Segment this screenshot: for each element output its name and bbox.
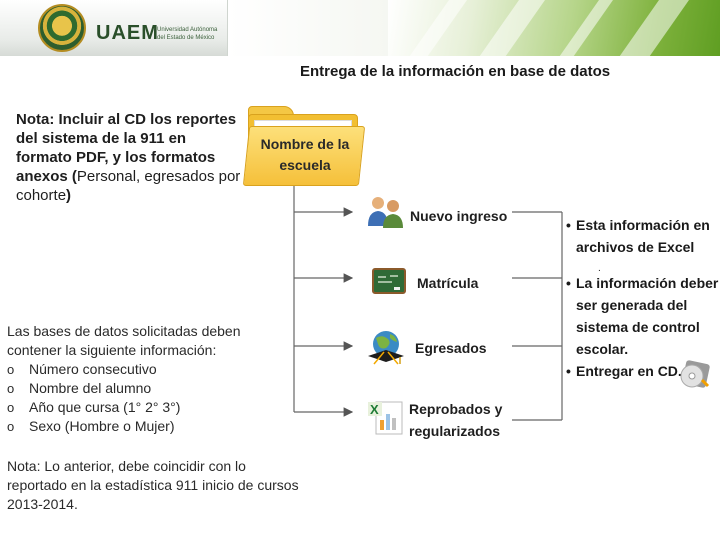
graduate-globe-icon (368, 331, 404, 365)
brand-subtitle: Universidad Autónoma del Estado de Méxic… (157, 27, 218, 41)
bullet-control-escolar: La información deber ser generada del si… (566, 272, 720, 360)
item-label-reprobados-line1: Reprobados y (409, 401, 503, 417)
school-folder-icon: Nombre de la escuela (242, 106, 366, 186)
note-top-strong: Nota: Incluir al CD los reportes del sis… (16, 111, 237, 185)
requirements-intro: Las bases de datos solicitadas deben con… (7, 323, 241, 358)
requirements-list: Número consecutivo Nombre del alumno Año… (7, 360, 297, 436)
note-top-close: ) (66, 187, 72, 204)
bullet-control-line1: La información deber (576, 275, 719, 291)
item-label-reprobados: Reprobados y regularizados (409, 398, 502, 442)
bullet-control-line2: ser generada del (576, 297, 688, 313)
bullet-control-line3: sistema de control (576, 319, 700, 335)
bullet-cd: Entregar en CD. (566, 360, 720, 382)
note-bottom: Nota: Lo anterior, debe coincidir con lo… (7, 458, 299, 512)
item-label-egresados: Egresados (415, 340, 487, 356)
bullet-excel-line1: Esta información en (576, 217, 710, 233)
cd-icon (680, 360, 710, 388)
item-label-reprobados-line2: regularizados (409, 423, 501, 439)
bullet-control-line4: escolar. (576, 341, 629, 357)
header-banner: UAEM Universidad Autónoma del Estado de … (0, 0, 720, 56)
list-item: Año que cursa (1° 2° 3°) (7, 398, 297, 417)
chalkboard-icon (372, 268, 406, 294)
folder-label: Nombre de la escuela (246, 134, 364, 176)
note-top: Nota: Incluir al CD los reportes del sis… (16, 110, 246, 205)
database-requirements: Las bases de datos solicitadas deben con… (7, 322, 297, 436)
header-middle (228, 0, 388, 56)
folder-label-line2: escuela (279, 157, 331, 173)
svg-text:X: X (370, 402, 379, 417)
folder-label-line1: Nombre de la (260, 136, 350, 152)
list-item: Sexo (Hombre o Mujer) (7, 417, 297, 436)
bullet-excel-line2: archivos de Excel (576, 239, 695, 255)
bullet-dot: . (598, 263, 601, 274)
brand-name: UAEM (96, 22, 159, 44)
list-item: Nombre del alumno (7, 379, 297, 398)
excel-chart-icon: X (368, 401, 403, 435)
page-title: Entrega de la información en base de dat… (300, 63, 611, 80)
note-top-light: Personal, egresados por cohorte (16, 168, 241, 204)
list-item: Número consecutivo (7, 360, 297, 379)
item-label-nuevo-ingreso: Nuevo ingreso (410, 208, 508, 224)
item-label-matricula: Matrícula (417, 275, 479, 291)
header-green-gradient (388, 0, 720, 56)
delivery-bullets: Esta información en archivos de Excel . … (566, 214, 720, 382)
users-icon (368, 197, 403, 228)
bullet-excel: Esta información en archivos de Excel (566, 214, 720, 258)
uaem-seal-icon (38, 4, 86, 52)
